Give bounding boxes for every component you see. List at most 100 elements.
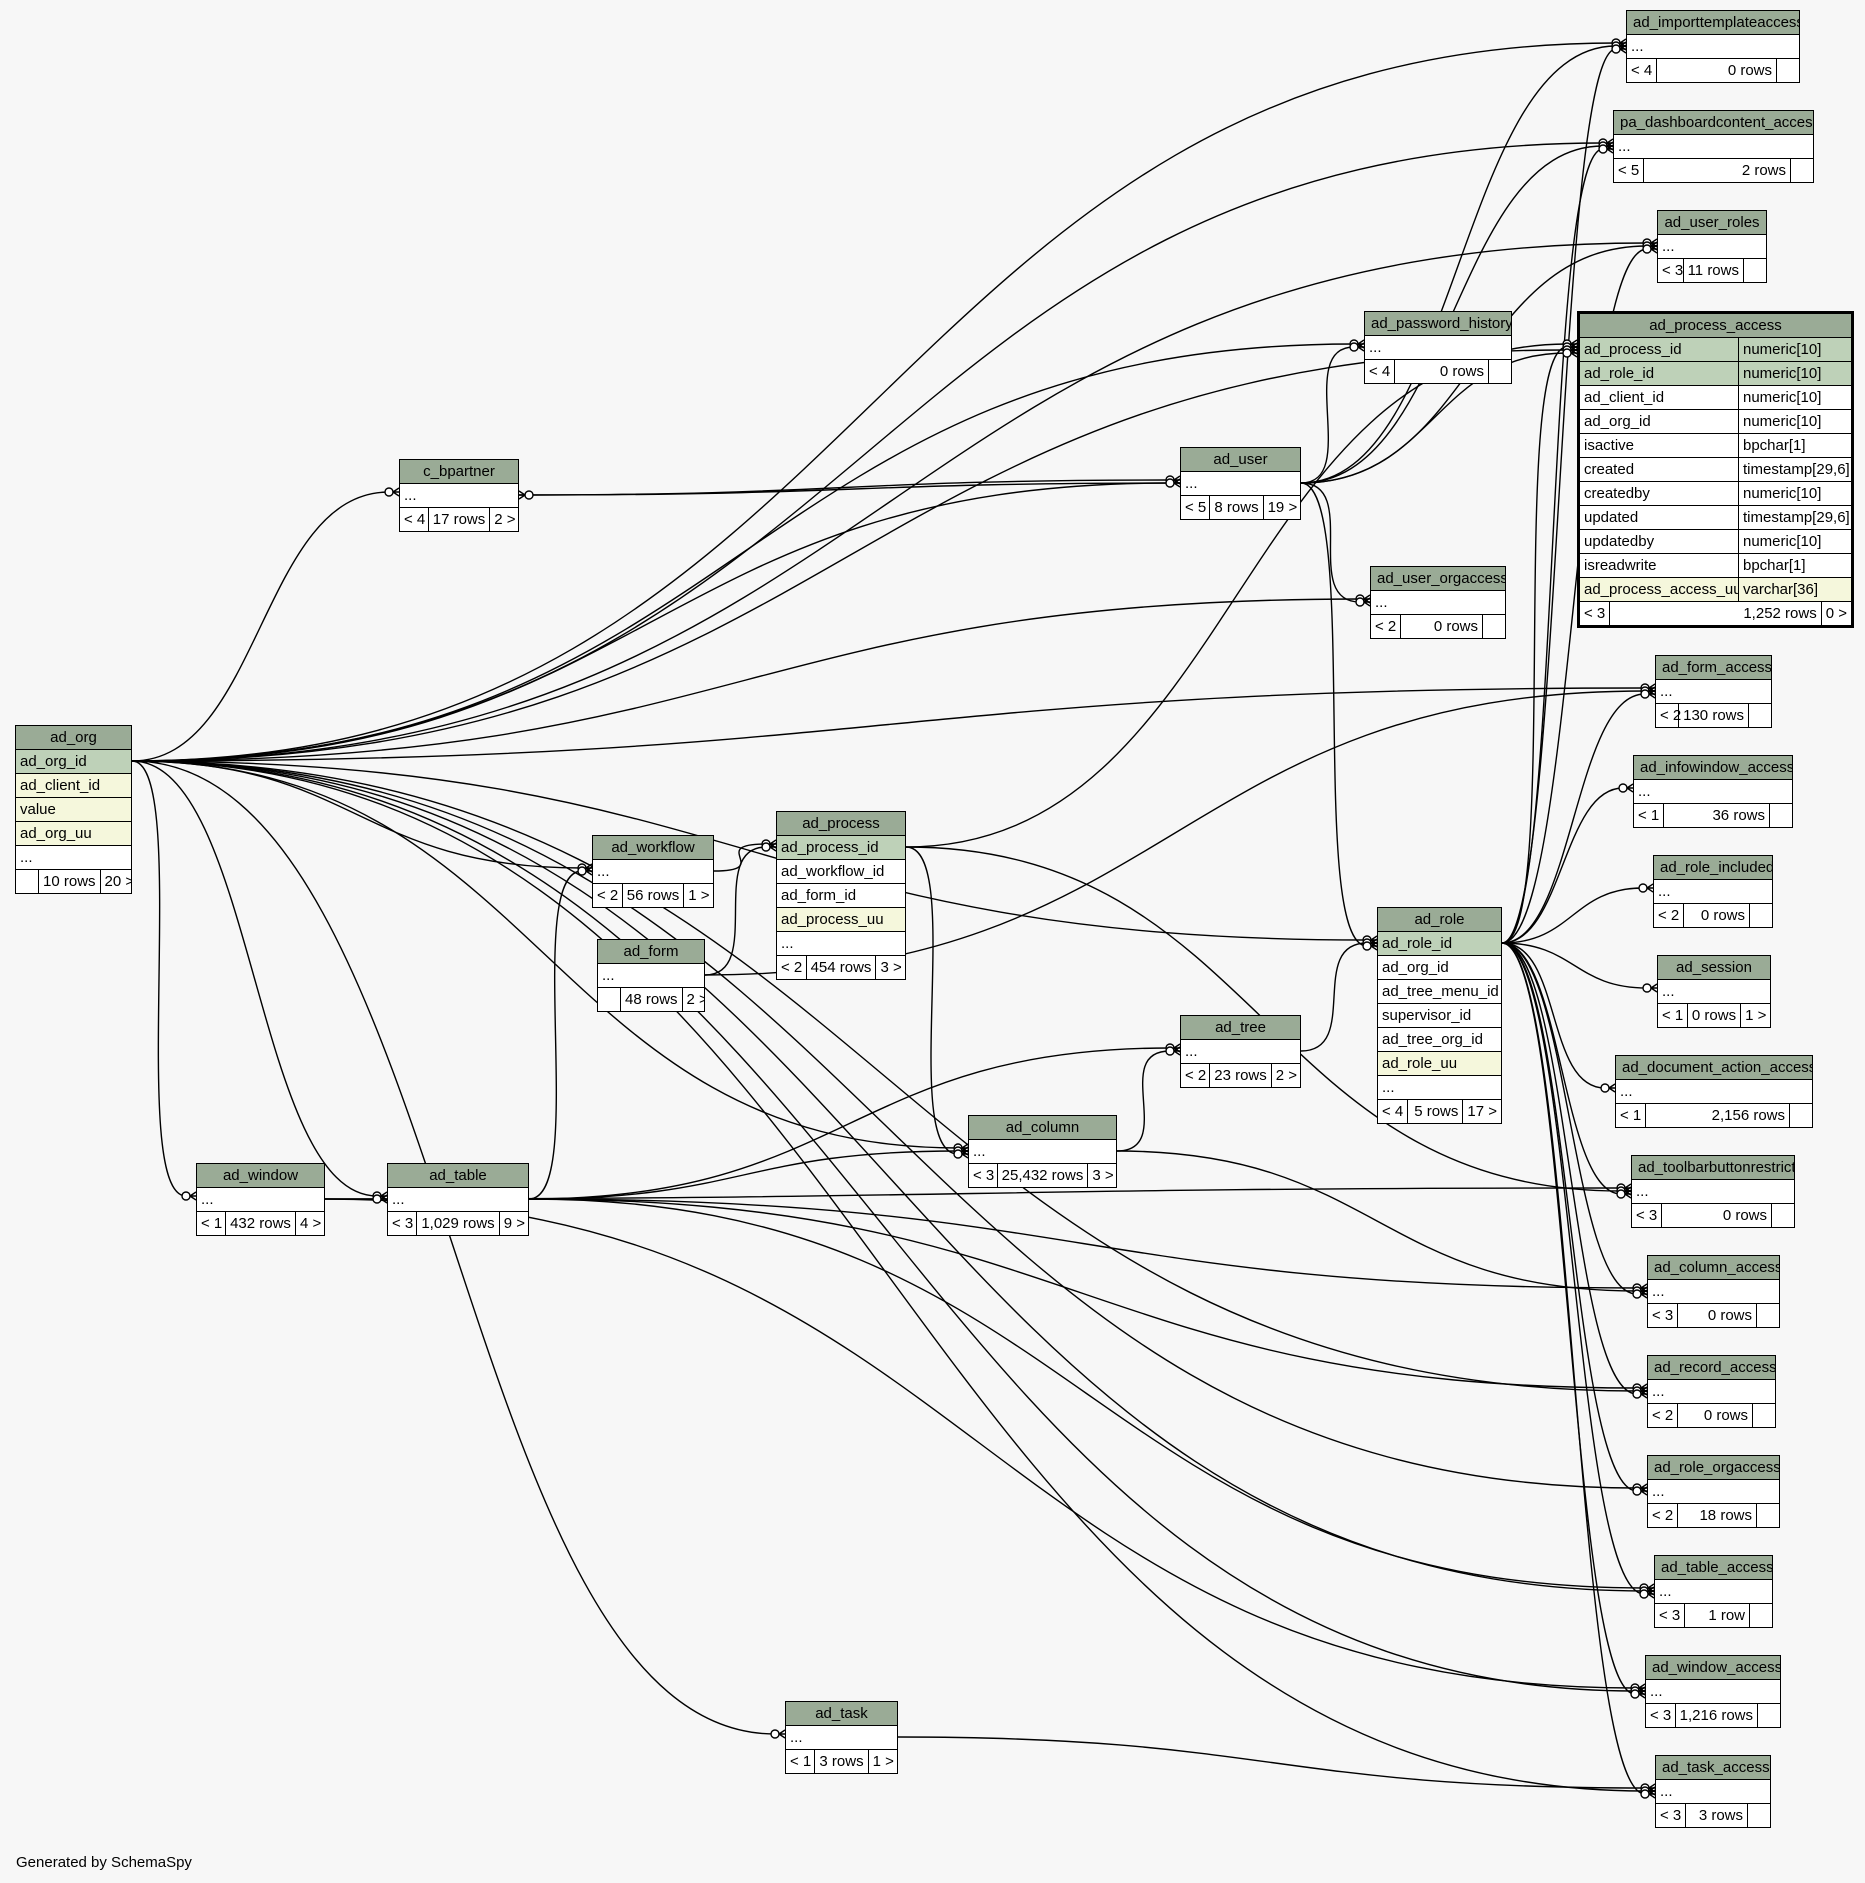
table-header[interactable]: ad_session: [1658, 956, 1770, 979]
table-header[interactable]: ad_form_access: [1656, 656, 1771, 679]
column-row[interactable]: ...: [1648, 1279, 1779, 1303]
parents-link[interactable]: < 2: [1660, 707, 1682, 724]
children-link[interactable]: 3 >: [1087, 1164, 1116, 1187]
parents-link[interactable]: < 5: [1618, 162, 1640, 179]
parents-link[interactable]: < 2: [597, 887, 619, 904]
children-link[interactable]: 2 >: [1270, 1064, 1300, 1087]
children-link[interactable]: 3 >: [875, 956, 905, 979]
children-link[interactable]: [1747, 1804, 1770, 1827]
column-row[interactable]: ...: [1658, 979, 1770, 1003]
table-header[interactable]: ad_document_action_access: [1616, 1056, 1812, 1079]
column-row[interactable]: ...: [388, 1187, 528, 1211]
table-header[interactable]: ad_password_history: [1365, 312, 1511, 335]
table-header[interactable]: ad_user_orgaccess: [1371, 567, 1505, 590]
parents-link[interactable]: < 3: [1659, 1607, 1681, 1624]
column-row[interactable]: ...: [1181, 471, 1300, 495]
table-header[interactable]: ad_column_access: [1648, 1256, 1779, 1279]
children-link[interactable]: 20 >: [99, 870, 131, 893]
parents-link[interactable]: < 4: [1369, 363, 1391, 380]
parents-link[interactable]: < 2: [781, 959, 803, 976]
table-header[interactable]: ad_record_access: [1648, 1356, 1775, 1379]
column-row[interactable]: ...: [197, 1187, 324, 1211]
column-row[interactable]: ...: [1181, 1039, 1300, 1063]
children-link[interactable]: [1752, 1404, 1775, 1427]
children-link[interactable]: [1756, 1504, 1779, 1527]
column-row[interactable]: value: [16, 797, 131, 821]
children-link[interactable]: [1756, 1304, 1779, 1327]
column-row[interactable]: ...: [1365, 335, 1511, 359]
column-row[interactable]: ...: [1614, 134, 1813, 158]
children-link[interactable]: [1790, 159, 1813, 182]
children-link[interactable]: [1488, 360, 1511, 383]
table-header[interactable]: ad_toolbarbuttonrestrict: [1632, 1156, 1794, 1179]
column-row[interactable]: ad_org_id: [1378, 955, 1501, 979]
column-row[interactable]: ad_org_id: [16, 749, 131, 773]
table-header[interactable]: ad_importtemplateaccess: [1627, 11, 1799, 34]
table-header[interactable]: ad_role: [1378, 908, 1501, 931]
table-header[interactable]: ad_window_access: [1646, 1656, 1780, 1679]
column-row[interactable]: ...: [1634, 779, 1792, 803]
column-row[interactable]: ...: [1627, 34, 1799, 58]
table-header[interactable]: c_bpartner: [400, 460, 518, 483]
column-row[interactable]: ad_role_id: [1378, 931, 1501, 955]
parents-link[interactable]: < 3: [1652, 1307, 1674, 1324]
children-link[interactable]: 2 >: [681, 988, 704, 1011]
table-header[interactable]: ad_workflow: [593, 836, 713, 859]
column-row[interactable]: ad_org_uu: [16, 821, 131, 845]
parents-link[interactable]: < 4: [1631, 62, 1653, 79]
children-link[interactable]: 1 >: [683, 884, 713, 907]
column-row[interactable]: supervisor_id: [1378, 1003, 1501, 1027]
table-header[interactable]: ad_process_access: [1580, 314, 1851, 337]
parents-link[interactable]: < 1: [1620, 1107, 1642, 1124]
children-link[interactable]: 0 >: [1820, 602, 1851, 625]
table-header[interactable]: ad_user_roles: [1658, 211, 1766, 234]
column-row[interactable]: ...: [1648, 1379, 1775, 1403]
children-link[interactable]: 4 >: [294, 1212, 324, 1235]
table-header[interactable]: ad_window: [197, 1164, 324, 1187]
parents-link[interactable]: < 3: [1650, 1707, 1672, 1724]
parents-link[interactable]: < 3: [1662, 262, 1684, 279]
column-row[interactable]: ad_workflow_id: [777, 859, 905, 883]
table-header[interactable]: ad_role_orgaccess: [1648, 1456, 1779, 1479]
parents-link[interactable]: < 2: [1652, 1407, 1674, 1424]
parents-link[interactable]: < 2: [1658, 907, 1680, 924]
column-row[interactable]: ad_tree_org_id: [1378, 1027, 1501, 1051]
table-header[interactable]: ad_process: [777, 812, 905, 835]
table-header[interactable]: ad_table: [388, 1164, 528, 1187]
table-header[interactable]: ad_form: [598, 940, 704, 963]
children-link[interactable]: [1749, 1604, 1772, 1627]
column-row[interactable]: ad_process_id: [777, 835, 905, 859]
parents-link[interactable]: < 3: [392, 1215, 414, 1232]
column-row[interactable]: ...: [1648, 1479, 1779, 1503]
parents-link[interactable]: < 4: [404, 511, 426, 528]
column-row[interactable]: ...: [1616, 1079, 1812, 1103]
parents-link[interactable]: [598, 988, 620, 1011]
column-row[interactable]: ...: [1656, 679, 1771, 703]
children-link[interactable]: 1 >: [1740, 1004, 1770, 1027]
column-row[interactable]: ...: [1658, 234, 1766, 258]
table-header[interactable]: pa_dashboardcontent_access: [1614, 111, 1813, 134]
children-link[interactable]: [1789, 1104, 1812, 1127]
